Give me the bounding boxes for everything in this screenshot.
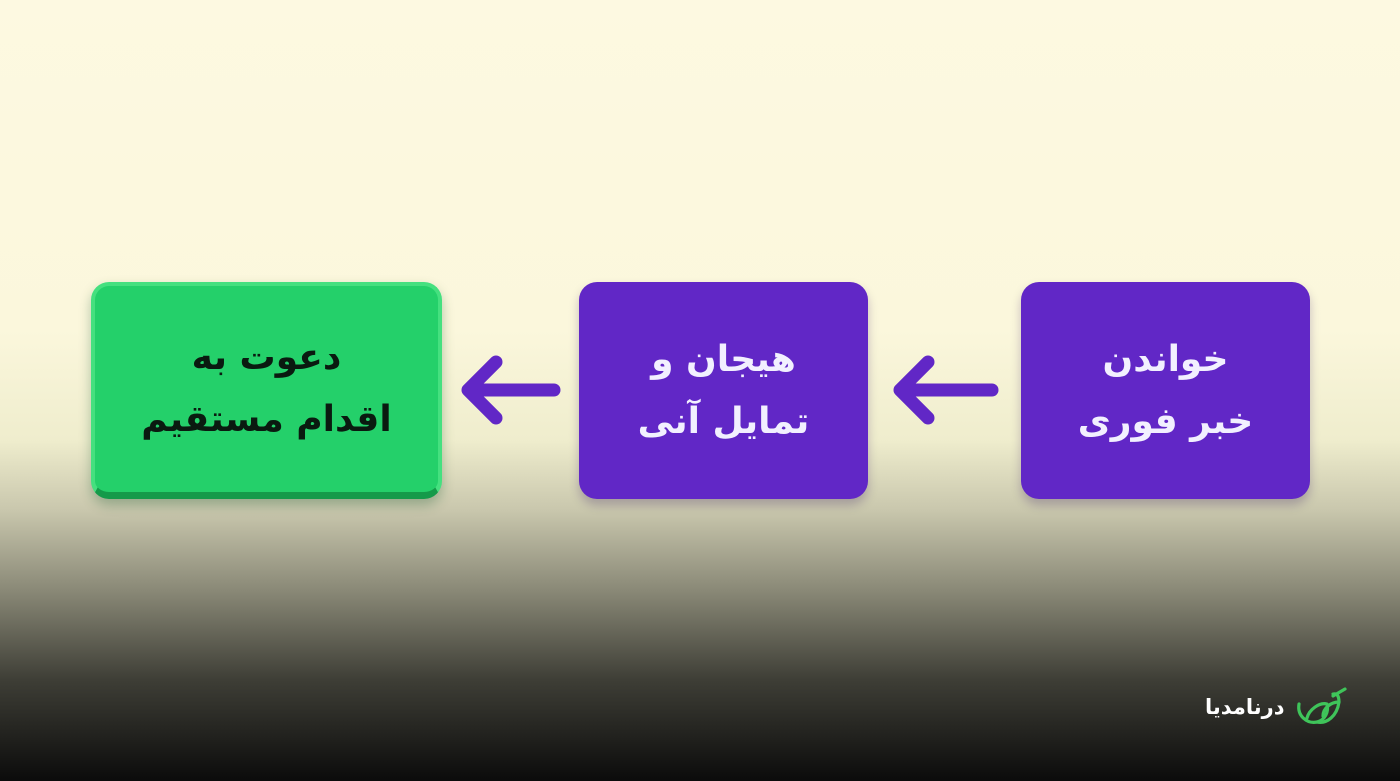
node-reading-label: خواندن خبر فوری	[1077, 338, 1254, 442]
node-excitement-impulse: هیجان و تمایل آنی	[579, 282, 868, 499]
leaf-bird-logo-icon	[1296, 687, 1347, 724]
brand-logo: درنامدیا	[1205, 682, 1349, 732]
node-reading-breaking-news: خواندن خبر فوری	[1021, 282, 1310, 499]
node-excitement-label: هیجان و تمایل آنی	[637, 338, 810, 442]
arrow-left-icon	[893, 355, 999, 425]
node-action-label: دعوت به اقدام مستقیم	[141, 337, 392, 440]
node-call-to-action: دعوت به اقدام مستقیم	[91, 282, 442, 499]
brand-name: درنامدیا	[1205, 695, 1285, 719]
arrow-left-icon	[461, 355, 561, 425]
